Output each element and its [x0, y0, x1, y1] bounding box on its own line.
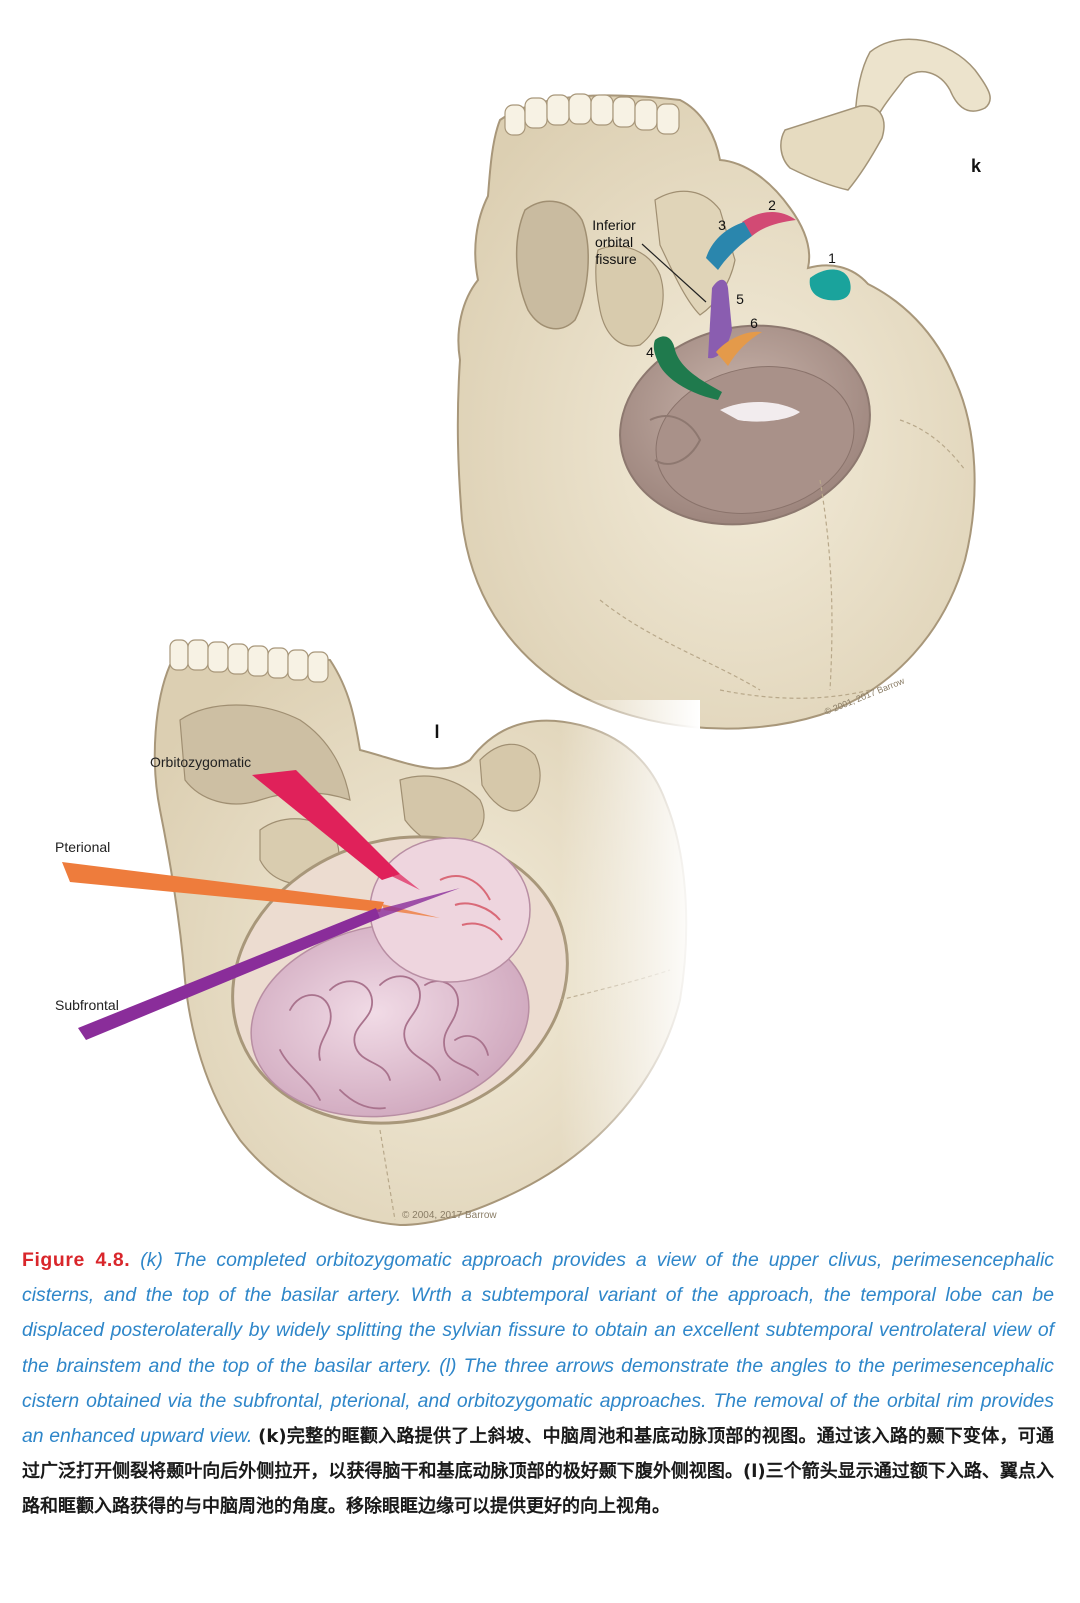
marker-2-number: 2	[768, 197, 776, 213]
panel-l: Orbitozygomatic Pterional Subfrontal l ©…	[55, 639, 700, 1227]
anatomy-figure: 1 2 3 4 5 6 Inferior orbital fissure k ©…	[55, 38, 991, 1227]
orbitozygomatic-arrow-head	[385, 873, 420, 890]
marker-5-number: 5	[736, 291, 744, 307]
skull-base-l	[179, 704, 351, 805]
caption-chinese: (k)完整的眶颧入路提供了上斜坡、中脑周池和基底动脉顶部的视图。通过该入路的颞下…	[22, 1426, 1055, 1518]
marker-2-shape	[742, 211, 796, 236]
panel-l-label: l	[434, 722, 439, 742]
label-pterional: Pterional	[55, 839, 110, 855]
vessel-k	[649, 415, 702, 465]
sutures-k	[599, 419, 966, 699]
marker-1-shape	[809, 269, 851, 301]
teeth-l	[169, 639, 329, 683]
marker-6-number: 6	[750, 315, 758, 331]
marker-5-shape	[708, 279, 732, 359]
subfrontal-arrow	[78, 908, 380, 1040]
marker-6-shape	[716, 331, 762, 366]
vessels-l	[439, 875, 503, 941]
cistern-k	[720, 401, 800, 422]
pterional-arrow	[62, 862, 384, 912]
label-orbitozygomatic: Orbitozygomatic	[150, 754, 251, 770]
marker-3-number: 3	[718, 217, 726, 233]
teeth-k	[504, 93, 680, 136]
panel-k: 1 2 3 4 5 6 Inferior orbital fissure k ©…	[456, 38, 991, 730]
figure-caption: Figure 4.8. (k) The completed orbitozygo…	[22, 1243, 1054, 1525]
panel-k-label: k	[971, 156, 982, 176]
marker-4-number: 4	[646, 344, 654, 360]
orbit-k	[515, 200, 589, 330]
caption-figure-label: Figure 4.8.	[22, 1249, 131, 1271]
orbitozygomatic-arrow	[252, 770, 400, 880]
caption-english: (k) The completed orbitozygomatic approa…	[22, 1249, 1054, 1448]
copyright-l: © 2004, 2017 Barrow	[402, 1210, 497, 1221]
marker-1-number: 1	[828, 250, 836, 266]
callout-line	[641, 243, 707, 303]
marker-3-shape	[706, 222, 752, 270]
brain-gyri-l	[279, 975, 489, 1110]
fade-overlay-l	[560, 700, 700, 1220]
nasal-region-k	[595, 245, 664, 347]
orbital-rim-fragment	[780, 105, 885, 191]
pterion-region-l	[479, 743, 541, 812]
sutures-l	[379, 969, 671, 1221]
marker-4-shape	[653, 336, 722, 400]
callout-inferior-orbital-fissure: Inferior orbital fissure	[592, 217, 639, 267]
label-subfrontal: Subfrontal	[55, 997, 119, 1013]
subfrontal-arrow-head	[376, 888, 460, 918]
